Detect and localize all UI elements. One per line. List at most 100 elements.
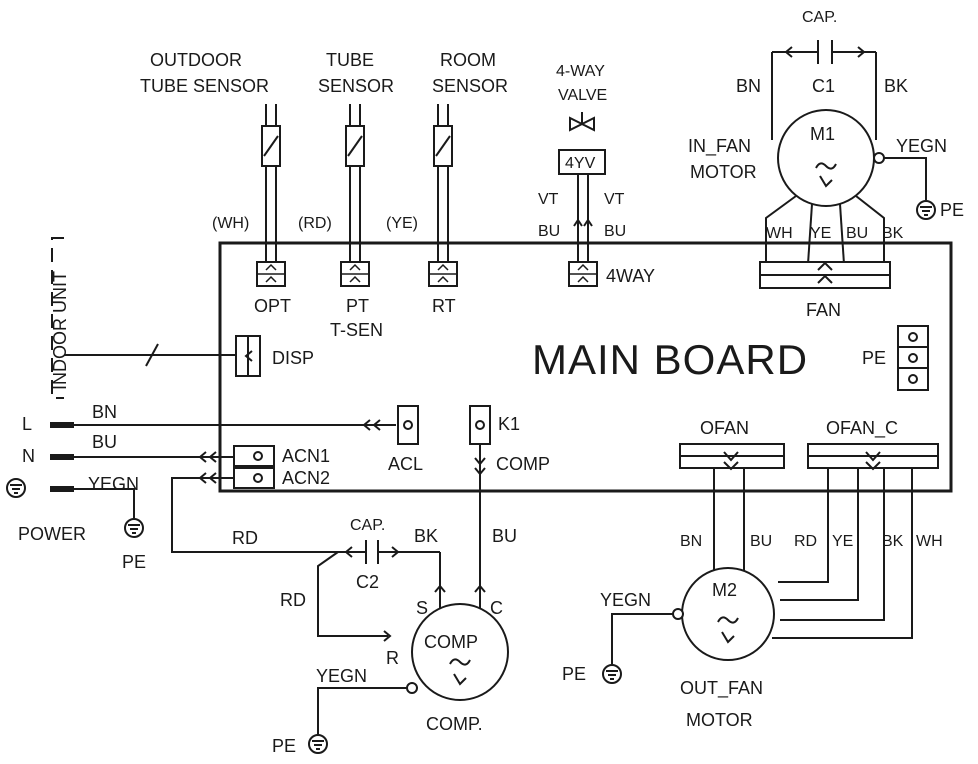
valve-bu-right: BU [604, 223, 626, 240]
indoor-wire-bu: BU [846, 225, 868, 242]
valve-label-2: VALVE [558, 87, 607, 104]
outdoor-tube-sensor-label-1: OUTDOOR [150, 50, 242, 70]
indoor-bk-label: BK [884, 76, 908, 96]
power-l-label: L [22, 414, 32, 434]
outdoor-wire-rd: RD [794, 533, 817, 550]
4way-connector [568, 261, 598, 287]
disp-label: DISP [272, 348, 314, 368]
ofan-c-connector [807, 443, 939, 471]
comp-rd-left-label: RD [280, 590, 306, 610]
acl-connector [397, 405, 419, 445]
outdoor-wire-bn: BN [680, 533, 702, 550]
power-n-terminal [50, 454, 74, 460]
acn2-connector [233, 467, 275, 489]
comp-connector-label: COMP [496, 454, 550, 474]
c1-label: C1 [812, 76, 835, 96]
power-l-terminal [50, 422, 74, 428]
opt-label: OPT [254, 296, 291, 316]
k1-connector [469, 405, 491, 445]
main-board-title: MAIN BOARD [532, 336, 808, 383]
power-label: POWER [18, 524, 86, 544]
acn1-connector [233, 445, 275, 467]
outdoor-tube-sensor-label-2: TUBE SENSOR [140, 76, 269, 96]
in-fan-label-2: MOTOR [690, 162, 757, 182]
valve-vt-right: VT [604, 191, 625, 208]
main-board [218, 241, 953, 493]
fan-label: FAN [806, 300, 841, 320]
indoor-wire-wh: WH [766, 225, 793, 242]
ofan-c-label: OFAN_C [826, 418, 898, 439]
power-pe-icon [124, 518, 144, 538]
power-bn-label: BN [92, 402, 117, 422]
room-sensor-label-1: ROOM [440, 50, 496, 70]
wire-rd-label: (RD) [298, 215, 332, 232]
comp-s-label: S [416, 598, 428, 618]
disp-connector [235, 335, 261, 377]
wire-ye-label: (YE) [386, 215, 418, 232]
power-pe-label: PE [122, 552, 146, 572]
indoor-motor-wires [765, 195, 885, 265]
room-sensor-label-2: SENSOR [432, 76, 508, 96]
valve-vt-left: VT [538, 191, 559, 208]
indoor-bn-label: BN [736, 76, 761, 96]
valve-bu-left: BU [538, 223, 560, 240]
power-n-label: N [22, 446, 35, 466]
indoor-ground-icon [916, 200, 936, 220]
indoor-unit-label: INDOOR UNIT [50, 271, 70, 390]
capacitor-c1 [771, 40, 877, 140]
tube-sensor [345, 104, 365, 262]
comp-ground-icon [308, 734, 328, 754]
in-fan-label-1: IN_FAN [688, 136, 751, 157]
comp-name-label: COMP [424, 632, 478, 652]
power-bu-label: BU [92, 432, 117, 452]
m1-label: M1 [810, 124, 835, 144]
comp-bu-label: BU [492, 526, 517, 546]
indoor-unit-bracket [51, 237, 64, 399]
4way-label: 4WAY [606, 266, 655, 286]
comp-yegn-label: YEGN [316, 666, 367, 686]
outdoor-wire-wh: WH [916, 533, 943, 550]
acn1-label: ACN1 [282, 446, 330, 466]
pt-label: PT [346, 296, 369, 316]
k1-label: K1 [498, 414, 520, 434]
acn2-label: ACN2 [282, 468, 330, 488]
room-sensor [433, 104, 453, 262]
power-ground-terminal [50, 486, 74, 492]
fan-connector [759, 261, 891, 289]
rt-connector [428, 261, 458, 287]
pt-connector [340, 261, 370, 287]
opt-connector [256, 261, 286, 287]
power-ground-icon [6, 478, 26, 498]
out-fan-label-1: OUT_FAN [680, 678, 763, 699]
outdoor-tube-sensor [261, 104, 281, 262]
cap-c1-label: CAP. [802, 9, 837, 26]
outdoor-wire-bu: BU [750, 533, 772, 550]
rt-label: RT [432, 296, 456, 316]
ofan-connector [679, 443, 785, 471]
valve-coil-label: 4YV [565, 155, 596, 172]
comp-r-label: R [386, 648, 399, 668]
valve-symbol [569, 112, 595, 132]
valve-coil [558, 149, 606, 175]
tube-sensor-label-1: TUBE [326, 50, 374, 70]
tsen-label: T-SEN [330, 320, 383, 340]
outdoor-wire-bk: BK [882, 533, 904, 550]
outdoor-ground-icon [602, 664, 622, 684]
valve-label-1: 4-WAY [556, 63, 605, 80]
indoor-wire-bk: BK [882, 225, 904, 242]
out-fan-label-2: MOTOR [686, 710, 753, 730]
compressor [411, 603, 509, 701]
comp-pe-label: PE [272, 736, 296, 756]
tube-sensor-label-2: SENSOR [318, 76, 394, 96]
board-pe-label: PE [862, 348, 886, 368]
acl-label: ACL [388, 454, 423, 474]
indoor-wire-ye: YE [810, 225, 831, 242]
m2-label: M2 [712, 580, 737, 600]
indoor-yegn-label: YEGN [896, 136, 947, 156]
power-yegn-label: YEGN [88, 474, 139, 494]
wire-wh-label: (WH) [212, 215, 249, 232]
outdoor-motor-wires [713, 468, 913, 639]
outdoor-wire-ye: YE [832, 533, 853, 550]
ofan-label: OFAN [700, 418, 749, 438]
comp-rd-top-label: RD [232, 528, 258, 548]
